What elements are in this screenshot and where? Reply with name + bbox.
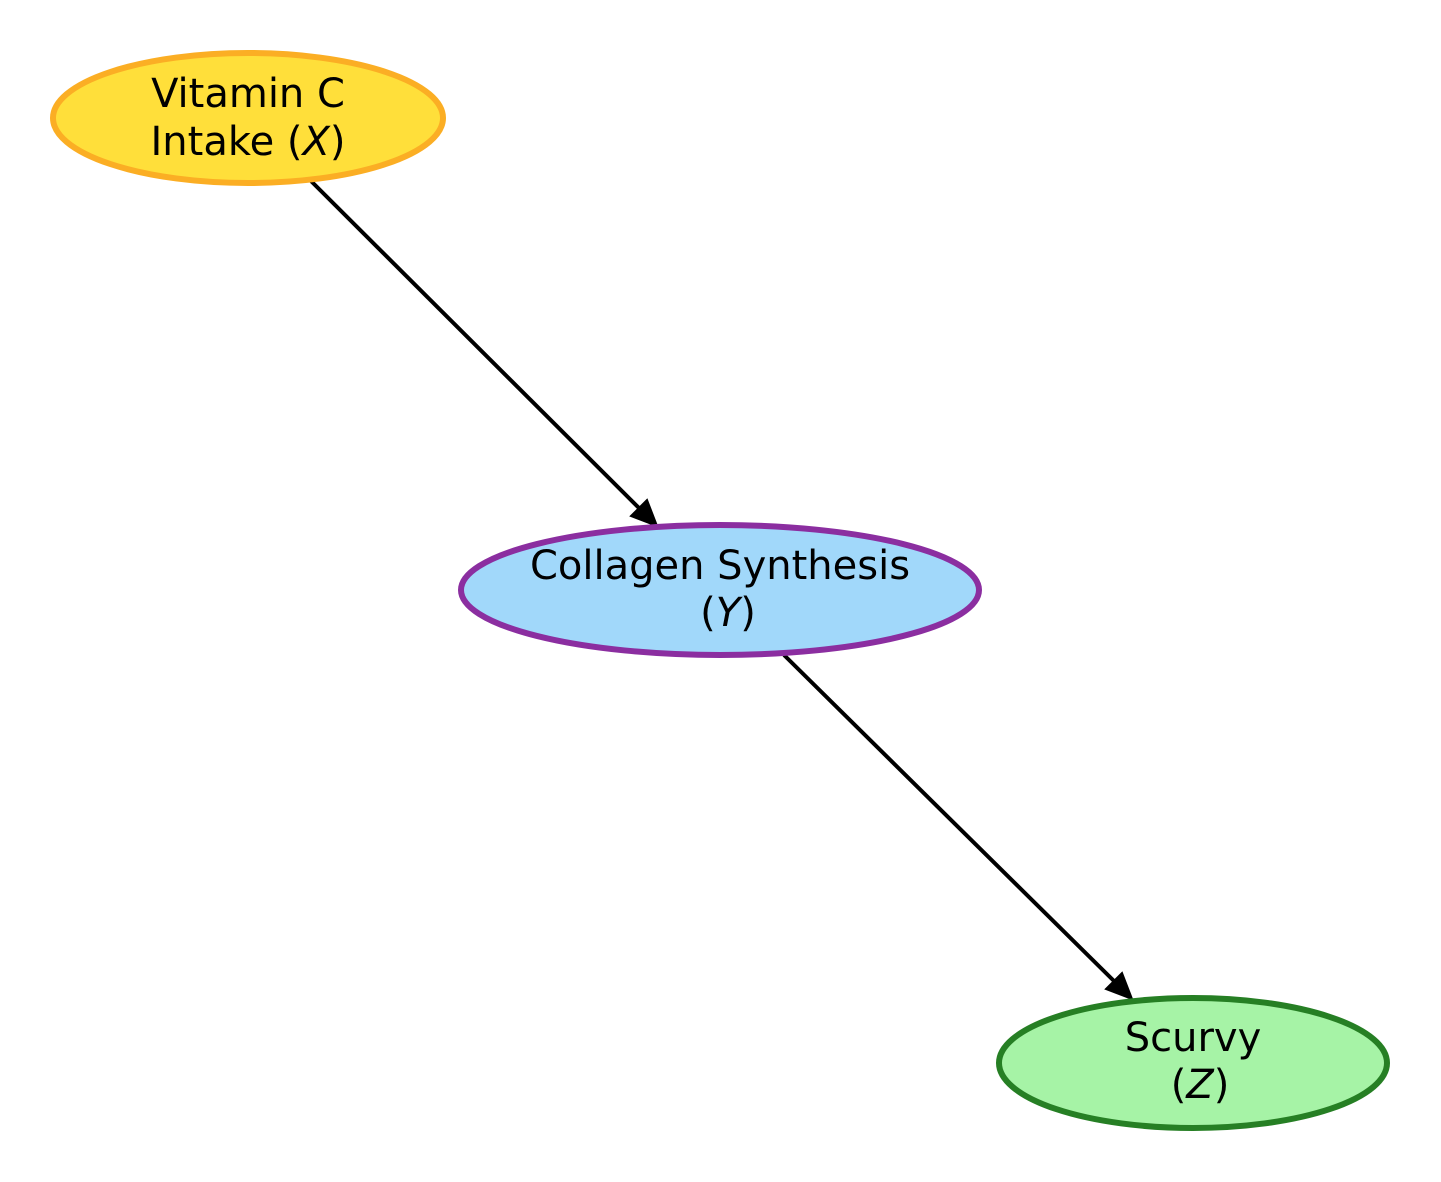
edge-line — [309, 179, 642, 511]
arrowhead-icon — [629, 498, 659, 528]
node-vitamin-c-line1: Vitamin C — [151, 71, 345, 117]
node-collagen-variable: Y — [716, 590, 744, 636]
node-collagen-line2-suffix: ) — [740, 590, 756, 636]
node-vitamin-c-line2-prefix: Intake ( — [150, 119, 302, 165]
edge-vitamin-c-to-collagen — [309, 179, 659, 528]
node-vitamin-c-variable: X — [301, 119, 332, 165]
node-collagen-line2-prefix: ( — [700, 590, 716, 636]
node-scurvy-line1: Scurvy — [1125, 1015, 1262, 1061]
node-scurvy-line2-prefix: ( — [1171, 1062, 1187, 1108]
node-vitamin-c-intake[interactable]: Vitamin C Intake (X) — [50, 50, 446, 186]
node-scurvy-shape — [996, 995, 1390, 1131]
node-collagen-synthesis[interactable]: Collagen Synthesis (Y) — [458, 522, 982, 658]
node-scurvy-line2-suffix: ) — [1214, 1062, 1230, 1108]
node-collagen-line1: Collagen Synthesis — [530, 543, 910, 589]
edge-line — [782, 653, 1117, 984]
node-scurvy-line2: (Z) — [1171, 1062, 1230, 1108]
node-vitamin-c-shape — [50, 50, 446, 186]
node-scurvy[interactable]: Scurvy (Z) — [996, 995, 1390, 1131]
edge-collagen-to-scurvy — [782, 653, 1134, 1001]
node-collagen-line2: (Y) — [700, 590, 756, 636]
node-scurvy-variable: Z — [1185, 1062, 1215, 1108]
node-vitamin-c-line2-suffix: ) — [330, 119, 346, 165]
node-collagen-shape — [458, 522, 982, 658]
arrowhead-icon — [1104, 971, 1134, 1001]
node-vitamin-c-line2: Intake (X) — [150, 119, 345, 165]
